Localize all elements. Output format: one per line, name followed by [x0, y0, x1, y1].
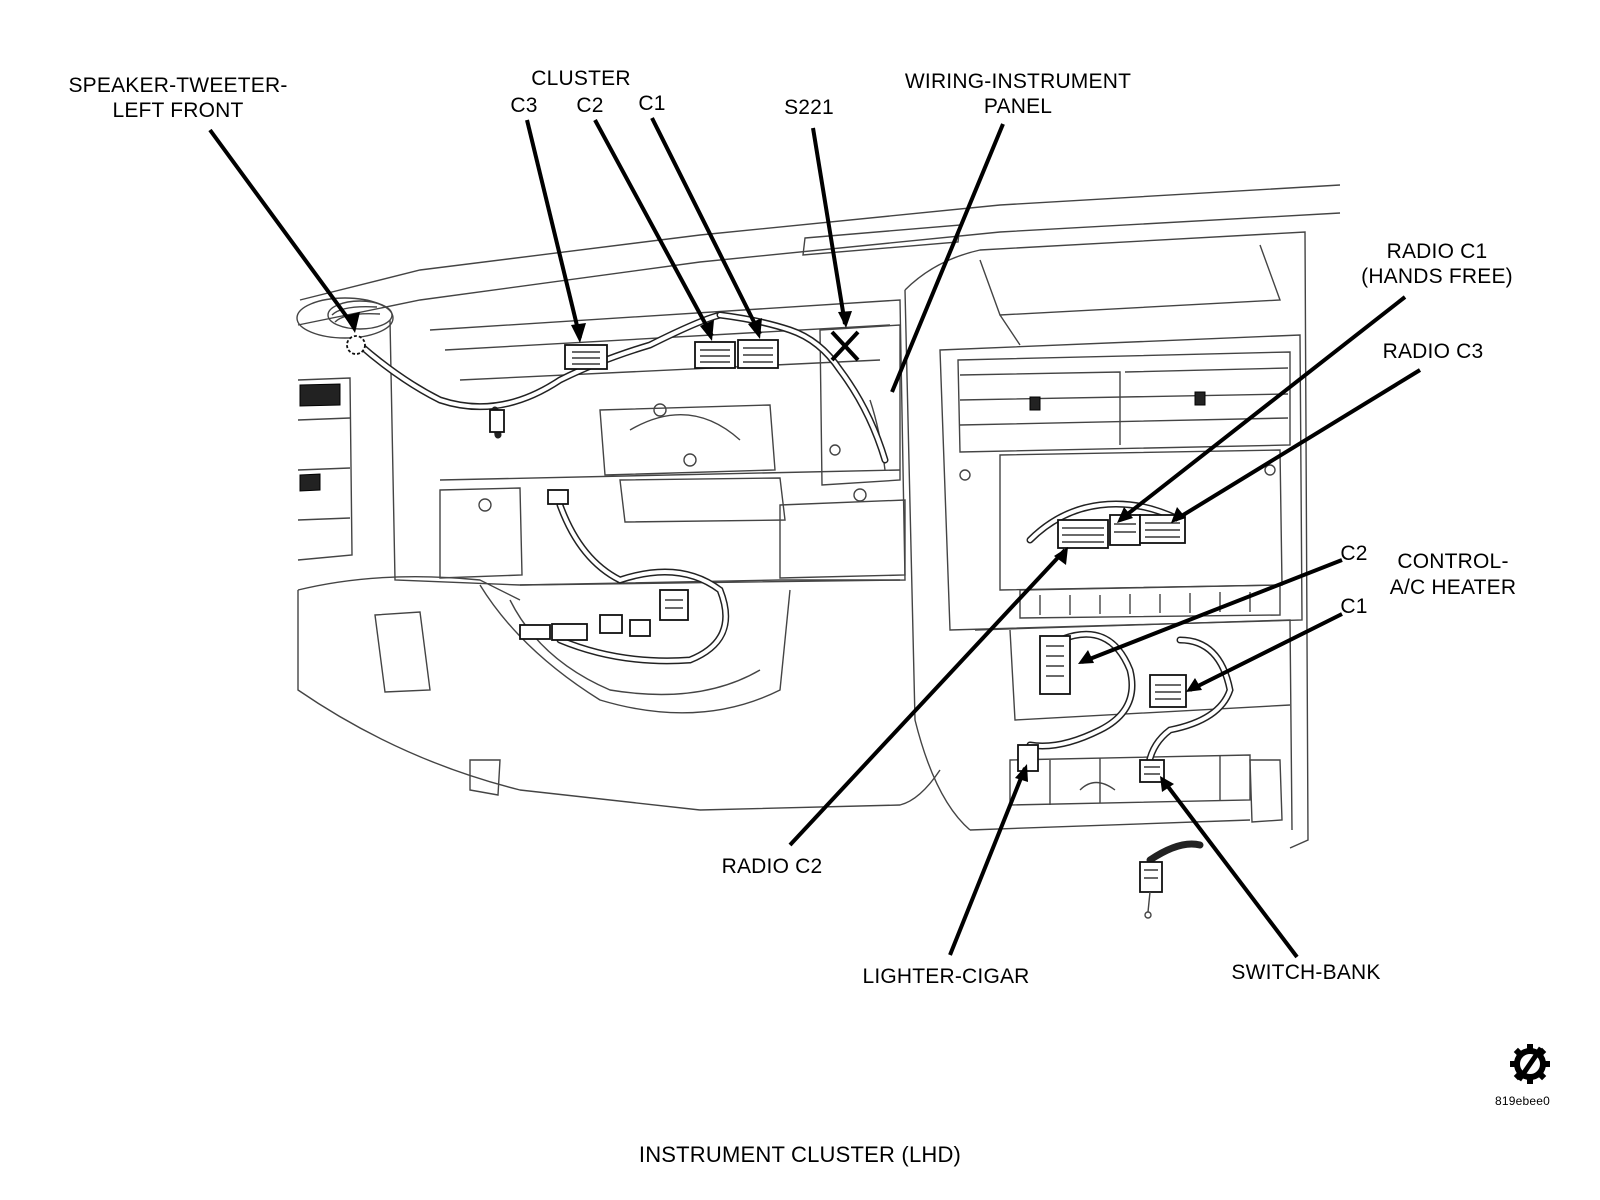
label-radio-c3: RADIO C3: [1382, 340, 1484, 363]
label-lighter-cigar: LIGHTER-CIGAR: [862, 965, 1030, 988]
gear-slash-icon: [1510, 1044, 1550, 1084]
label-cluster-c3: C3: [510, 94, 538, 117]
label-radio-c2: RADIO C2: [721, 855, 823, 878]
leader-lines: [208, 117, 1422, 959]
label-radio-c1-line1: RADIO C1: [1386, 240, 1488, 263]
label-control-line2: A/C HEATER: [1389, 576, 1517, 599]
label-control-c1: C1: [1340, 595, 1368, 618]
connectors: [346, 330, 1187, 919]
label-speaker-tweeter-line2: LEFT FRONT: [112, 99, 244, 122]
label-cluster-c1: C1: [638, 92, 666, 115]
label-switch-bank: SWITCH-BANK: [1231, 961, 1381, 984]
arrowheads: [344, 311, 1202, 792]
label-cluster: CLUSTER: [531, 67, 631, 90]
label-control-c2: C2: [1340, 542, 1368, 565]
dashboard-illustration: [296, 184, 1341, 849]
label-cluster-c2: C2: [576, 94, 604, 117]
label-wiring-line1: WIRING-INSTRUMENT: [904, 70, 1132, 93]
figure-id: 819ebee0: [1495, 1094, 1550, 1108]
label-s221: S221: [784, 96, 834, 119]
label-wiring-line2: PANEL: [983, 95, 1053, 118]
wiring-harness: [356, 311, 1234, 864]
label-control-line1: CONTROL-: [1397, 550, 1509, 573]
label-radio-c1-line2: (HANDS FREE): [1361, 265, 1513, 288]
label-speaker-tweeter-line1: SPEAKER-TWEETER-: [68, 74, 288, 97]
caption: INSTRUMENT CLUSTER (LHD): [638, 1142, 962, 1167]
